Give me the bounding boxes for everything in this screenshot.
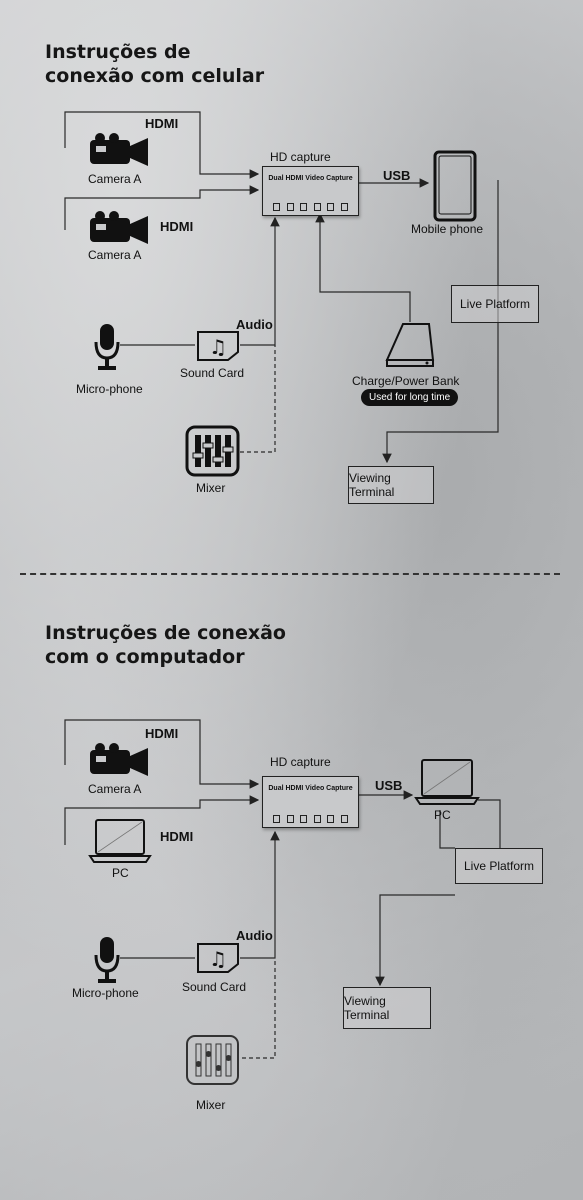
section1-title-line2: conexão com celular [45, 65, 265, 87]
section2-hdmi-label-2: HDMI [160, 829, 194, 844]
microphone-icon [94, 324, 120, 370]
svg-text:♫: ♫ [209, 947, 227, 971]
section2-microphone-label: Micro-phone [72, 986, 139, 1000]
section2-title-line1: Instruções de conexão [45, 622, 286, 644]
section2-audio-label: Audio [236, 928, 273, 943]
section1-mixer-label: Mixer [196, 481, 226, 495]
section1-title: Instruções de conexão com celular [45, 40, 264, 88]
sound-card-icon: ♫ [197, 943, 239, 973]
svg-text:♫: ♫ [209, 335, 227, 359]
section1-long-time-badge: Used for long time [361, 389, 459, 406]
section2-title: Instruções de conexão com o computador [45, 621, 286, 669]
capture-ports [273, 815, 348, 823]
capture-device-text: Dual HDMI Video Capture [268, 175, 353, 182]
section2-viewing-terminal-box: Viewing Terminal [343, 987, 431, 1029]
section1-microphone-label: Micro-phone [76, 382, 143, 396]
section1-audio-label: Audio [236, 317, 273, 332]
section1-hd-capture-label: HD capture [270, 150, 331, 164]
section2-sound-card-label: Sound Card [182, 980, 247, 994]
laptop-icon [88, 819, 152, 863]
video-camera-icon [90, 743, 148, 776]
section1-mobile-phone-label: Mobile phone [411, 222, 484, 236]
section1-sound-card-label: Sound Card [180, 366, 245, 380]
section1-camera-a-label-2: Camera A [88, 248, 142, 262]
section2-camera-a-label: Camera A [88, 782, 142, 796]
section2-hd-capture-label: HD capture [270, 755, 331, 769]
section2-pc-input-label: PC [112, 866, 129, 880]
section1-title-line1: Instruções de [45, 41, 191, 63]
section1-charge-label: Charge/Power Bank [352, 374, 460, 388]
section2-mixer-label: Mixer [196, 1098, 226, 1112]
hd-capture-device: Dual HDMI Video Capture [262, 776, 359, 828]
section2-hdmi-label-1: HDMI [145, 726, 179, 741]
section1-usb-label: USB [383, 168, 411, 183]
section1-live-platform-box: Live Platform [451, 285, 539, 323]
mixer-icon [185, 425, 240, 477]
capture-ports [273, 203, 348, 211]
section1-hdmi-label-2: HDMI [160, 219, 194, 234]
laptop-icon [414, 759, 480, 805]
microphone-icon [94, 937, 120, 983]
section2-pc-output-label: PC [434, 808, 451, 822]
section1-viewing-terminal-box: Viewing Terminal [348, 466, 434, 504]
hd-capture-device: Dual HDMI Video Capture [262, 166, 359, 216]
section-divider [20, 573, 560, 575]
power-bank-icon [385, 323, 435, 367]
capture-device-text: Dual HDMI Video Capture [268, 785, 353, 792]
section1-hdmi-label-1: HDMI [145, 116, 179, 131]
section2-usb-label: USB [375, 778, 403, 793]
section1-camera-a-label-1: Camera A [88, 172, 142, 186]
video-camera-icon [90, 211, 148, 244]
section2-live-platform-box: Live Platform [455, 848, 543, 884]
mixer-icon [186, 1035, 239, 1085]
sound-card-icon: ♫ [197, 331, 239, 361]
section2-title-line2: com o computador [45, 646, 245, 668]
smartphone-icon [433, 150, 477, 222]
video-camera-icon [90, 133, 148, 166]
